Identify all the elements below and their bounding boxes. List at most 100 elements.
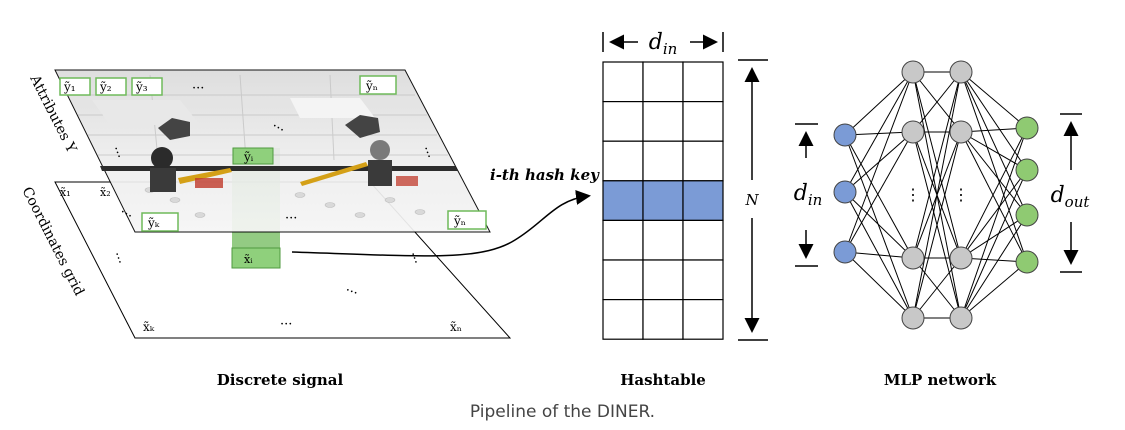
hashtable-cell (682, 61, 724, 103)
hashtable-width-label: din (649, 30, 678, 58)
hashtable-cell-highlighted (682, 180, 724, 222)
pipeline-diagram: x̃₁ x̃₂ x̃ₖ x̃ₙ ··· ··· ··· ··· x̃ᵢ (18, 30, 1091, 389)
hidden-node (949, 120, 973, 144)
lego-figure-left (150, 147, 232, 192)
hashtable-cell (602, 259, 644, 301)
mlp-edge (960, 127, 1028, 319)
mlp-edge (960, 131, 1028, 216)
svg-text:ỹᵢ: ỹᵢ (243, 150, 254, 164)
mlp-edge (844, 251, 914, 319)
attr-tag-y1: ỹ₁ (59, 77, 91, 96)
hashtable-cell (602, 219, 644, 261)
hashtable-cell (682, 299, 724, 340)
mlp-edge (960, 71, 1028, 216)
hashtable-height-label: N (744, 191, 759, 209)
hashtable-cell (642, 61, 684, 103)
hashtable-cell (602, 299, 644, 340)
attr-ellipsis-4: ··· (417, 144, 435, 161)
mlp-edge (960, 214, 1028, 319)
hashtable-cell (642, 100, 684, 142)
mlp-input-label: din (794, 181, 823, 209)
hidden-node (901, 246, 925, 270)
hashtable-cell (682, 219, 724, 261)
attr-tag-y3: ỹ₃ (131, 77, 163, 96)
svg-text:ỹₖ: ỹₖ (147, 216, 160, 230)
mlp-edge (912, 257, 962, 319)
hashtable-cell (642, 219, 684, 261)
attr-ellipsis-1: ··· (107, 144, 125, 161)
attr-tag-yn-bottom: ỹₙ (447, 210, 487, 230)
hidden-ellipsis-2: ⋮ (953, 185, 969, 204)
hashtable-cell (682, 100, 724, 142)
mlp-edge (844, 131, 914, 253)
mlp-edge (960, 214, 1028, 259)
hashtable-width-sub: in (663, 40, 677, 58)
attr-ellipsis-3: ··· (285, 211, 297, 226)
coord-ellipsis-1: ··· (108, 250, 126, 267)
hidden-node (949, 246, 973, 270)
output-node (1015, 158, 1039, 182)
mlp-edge (844, 134, 914, 259)
mlp-edge (960, 71, 1028, 171)
svg-text:ỹ₂: ỹ₂ (99, 80, 112, 94)
hashtable-cell (642, 259, 684, 301)
lego-figure-right (300, 140, 418, 186)
hidden-node (949, 306, 973, 330)
mlp-network-label: MLP network (884, 371, 997, 389)
attr-tag-yi: ỹᵢ (232, 147, 274, 165)
mlp-output-sub: out (1065, 193, 1091, 211)
hashtable-label: Hashtable (620, 371, 706, 389)
attr-tag-yk: ỹₖ (141, 212, 179, 232)
coord-tag-x1: x̃₁ (60, 186, 71, 199)
hash-key-arrow (291, 190, 591, 257)
mlp-edge (912, 71, 962, 319)
mlp-network: ⋮ ⋮ din dout (794, 60, 1091, 330)
output-node (1015, 116, 1039, 140)
mlp-edge (960, 169, 1028, 319)
mlp-edge (960, 261, 1028, 319)
hashtable-cell-highlighted (602, 180, 644, 222)
hashtable: din N (602, 30, 768, 341)
mlp-edge (844, 71, 914, 136)
coord-tag-xn: x̃ₙ (450, 320, 462, 334)
mlp-edge (960, 71, 1028, 129)
input-node (833, 180, 857, 204)
mlp-output-label: dout (1051, 183, 1091, 211)
attributes-plane: ỹ₁ ỹ₂ ỹ₃ ··· ỹₙ ỹₖ ỹₙ ỹᵢ ··· ··· ··· (54, 69, 491, 233)
hidden-ellipsis-1: ⋮ (905, 185, 921, 204)
discrete-signal-label: Discrete signal (217, 371, 344, 389)
input-node (833, 240, 857, 264)
hashtable-cell (602, 61, 644, 103)
mlp-edge (960, 169, 1028, 259)
figure-caption: Pipeline of the DINER. (469, 402, 656, 422)
attr-tag-y2: ỹ₂ (95, 77, 127, 96)
mlp-edge (960, 127, 1028, 259)
input-node (833, 123, 857, 147)
hidden-node (949, 60, 973, 84)
coord-tag-xi: x̃ᵢ (244, 253, 253, 266)
mlp-edge (912, 131, 962, 319)
hidden-node (901, 120, 925, 144)
mlp-edge (844, 71, 914, 253)
coord-ellipsis-3: ··· (280, 317, 292, 332)
mlp-edge (912, 71, 962, 133)
hash-key-label: i-th hash key (490, 166, 600, 184)
attr-tag-yn-top: ỹₙ (359, 75, 397, 95)
svg-text:ỹ₃: ỹ₃ (135, 80, 148, 94)
coord-tag-x2: x̃₂ (100, 186, 111, 199)
hashtable-cell (682, 259, 724, 301)
coord-tag-xk: x̃ₖ (143, 320, 155, 334)
svg-text:ỹ₁: ỹ₁ (63, 80, 76, 94)
hashtable-cell (642, 140, 684, 182)
attr-ellipsis-top: ··· (192, 81, 204, 96)
output-node (1015, 203, 1039, 227)
hashtable-cell (602, 100, 644, 142)
hidden-node (901, 60, 925, 84)
svg-text:ỹₙ: ỹₙ (365, 79, 378, 93)
hidden-node (901, 306, 925, 330)
hashtable-cell-highlighted (642, 180, 684, 222)
hashtable-cell (682, 140, 724, 182)
svg-text:ỹₙ: ỹₙ (453, 214, 466, 228)
mlp-edge (844, 71, 914, 193)
mlp-edge (912, 71, 962, 259)
